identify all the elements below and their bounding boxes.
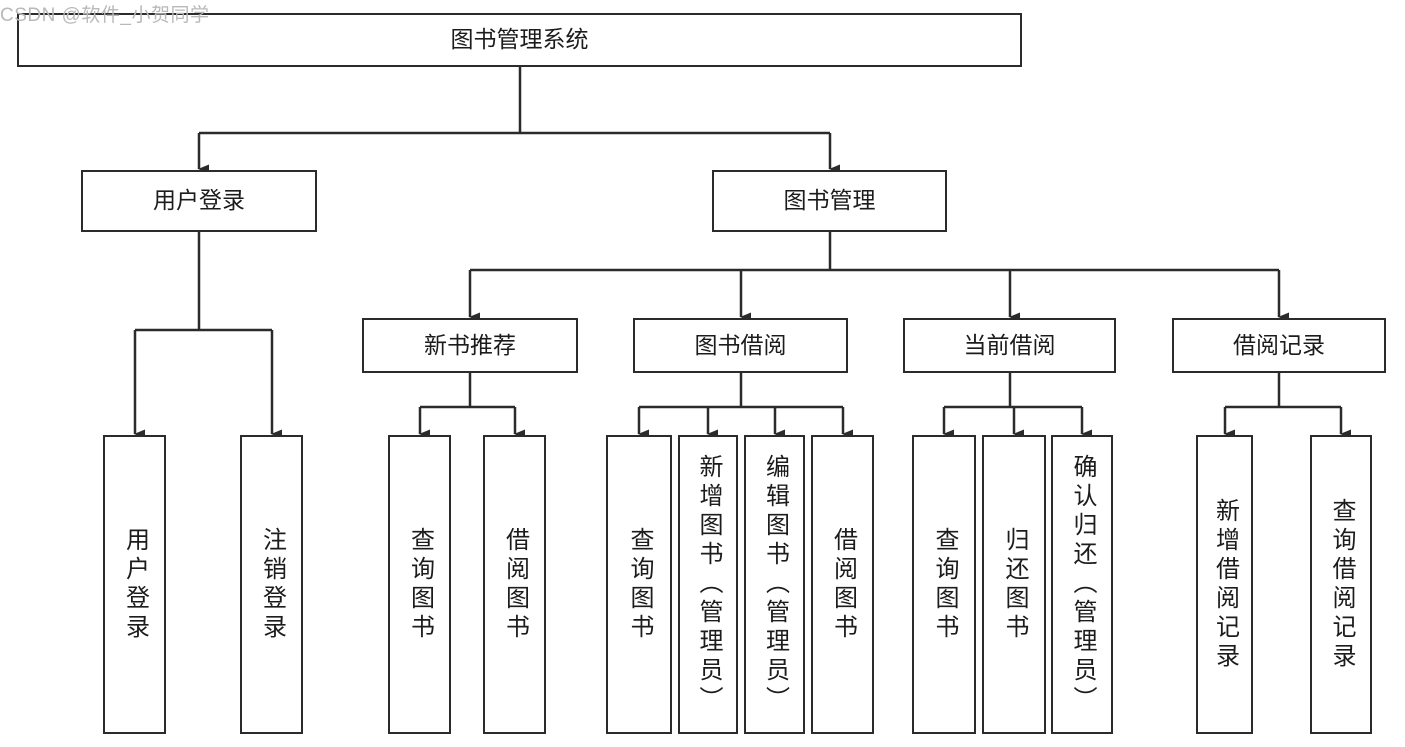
node-label: 借阅图书 [501, 526, 529, 643]
node-leaf-11[interactable]: 确认归还（管理员） [1051, 435, 1113, 734]
node-book-borrow[interactable]: 图书借阅 [633, 318, 848, 373]
node-leaf-1[interactable]: 用户登录 [103, 435, 166, 734]
node-label: 借阅图书 [829, 526, 857, 643]
node-label: 借阅记录 [1233, 331, 1325, 358]
node-leaf-5[interactable]: 查询图书 [606, 435, 672, 734]
node-label: 用户登录 [121, 526, 149, 643]
node-user-login[interactable]: 用户登录 [81, 170, 317, 232]
node-label: 图书管理 [783, 187, 876, 214]
edge-group [133, 67, 1351, 439]
node-label: 注销登录 [258, 526, 286, 643]
node-leaf-3[interactable]: 查询图书 [388, 435, 451, 734]
node-leaf-7[interactable]: 编辑图书（管理员） [744, 435, 805, 734]
node-leaf-4[interactable]: 借阅图书 [483, 435, 546, 734]
node-leaf-8[interactable]: 借阅图书 [811, 435, 874, 734]
node-label: 归还图书 [1001, 526, 1028, 643]
node-label: 图书借阅 [694, 331, 787, 358]
node-label: 查询图书 [406, 526, 434, 643]
node-borrow-log[interactable]: 借阅记录 [1172, 318, 1386, 373]
node-leaf-9[interactable]: 查询图书 [912, 435, 976, 734]
node-new-book-rec[interactable]: 新书推荐 [362, 318, 578, 373]
node-label: 当前借阅 [963, 331, 1056, 358]
node-label: 查询图书 [626, 526, 653, 643]
node-cur-borrow[interactable]: 当前借阅 [903, 318, 1116, 373]
node-label: 查询图书 [931, 526, 958, 643]
node-label: 用户登录 [153, 187, 245, 214]
node-label: 查询借阅记录 [1328, 497, 1355, 672]
node-label: 新增图书（管理员） [695, 454, 722, 715]
node-leaf-6[interactable]: 新增图书（管理员） [678, 435, 738, 734]
node-leaf-2[interactable]: 注销登录 [240, 435, 303, 734]
node-root[interactable]: 图书管理系统 [17, 13, 1022, 67]
node-leaf-13[interactable]: 查询借阅记录 [1310, 435, 1372, 734]
node-book-manage[interactable]: 图书管理 [712, 170, 947, 232]
node-label: 确认归还（管理员） [1069, 454, 1096, 715]
node-label: 编辑图书（管理员） [761, 454, 789, 715]
node-label: 新书推荐 [424, 331, 516, 358]
node-leaf-10[interactable]: 归还图书 [982, 435, 1046, 734]
node-label: 图书管理系统 [450, 26, 589, 53]
node-leaf-12[interactable]: 新增借阅记录 [1196, 435, 1253, 734]
node-label: 新增借阅记录 [1211, 497, 1239, 672]
